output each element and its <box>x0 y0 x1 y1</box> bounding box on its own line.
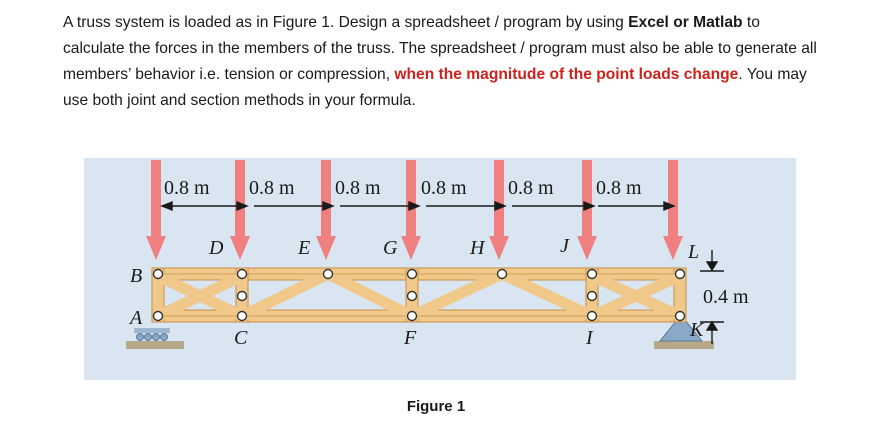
load-arrow-l <box>663 160 683 260</box>
joint-label-c: C <box>234 327 248 349</box>
height-label: 0.4 m <box>703 286 749 308</box>
joint-label-k: K <box>689 319 705 341</box>
spacing-label: 0.8 m <box>421 177 467 199</box>
joint-label-a: A <box>128 307 143 329</box>
problem-bold-tools: Excel or Matlab <box>628 14 743 31</box>
spacing-labels: 0.8 m 0.8 m 0.8 m 0.8 m 0.8 m 0.8 m <box>164 177 642 199</box>
joints <box>152 268 686 322</box>
joint-label-e: E <box>297 237 310 259</box>
height-dimension <box>700 250 724 344</box>
load-arrow-h <box>489 160 509 260</box>
joint-label-g: G <box>383 237 398 259</box>
joint-labels: B D E G H J L A C F I K <box>128 235 705 349</box>
joint-label-b: B <box>130 265 142 287</box>
spacing-label: 0.8 m <box>596 177 642 199</box>
problem-statement: A truss system is loaded as in Figure 1.… <box>63 10 823 114</box>
joint-label-h: H <box>469 237 486 259</box>
spacing-label: 0.8 m <box>249 177 295 199</box>
load-arrow-d <box>230 160 250 260</box>
problem-text-part: A truss system is loaded as in Figure 1.… <box>63 14 629 31</box>
spacing-label: 0.8 m <box>335 177 381 199</box>
spacing-label: 0.8 m <box>508 177 554 199</box>
dimension-arrows <box>160 200 676 212</box>
ground-right <box>654 341 714 349</box>
truss-diagonals <box>155 269 683 322</box>
joint-label-i: I <box>585 327 594 349</box>
roller-support-a <box>134 328 170 341</box>
joint-label-d: D <box>208 237 224 259</box>
joint-label-f: F <box>403 327 417 349</box>
load-arrow-j <box>577 160 597 260</box>
problem-highlight: when the magnitude of the point loads ch… <box>394 66 739 83</box>
joint-label-l: L <box>687 241 699 263</box>
problem-text-part: to calculate the forces in the members o… <box>63 14 817 83</box>
truss-figure: 0.8 m 0.8 m 0.8 m 0.8 m 0.8 m 0.8 m 0.4 … <box>84 158 796 380</box>
spacing-label: 0.8 m <box>164 177 210 199</box>
load-arrow-e <box>316 160 336 260</box>
load-arrow-b <box>146 160 166 260</box>
joint-label-j: J <box>560 235 570 257</box>
ground-left <box>126 341 184 349</box>
load-arrows <box>146 160 683 260</box>
problem-text-part: . You may use both joint and section met… <box>63 66 807 109</box>
figure-caption: Figure 1 <box>406 398 466 415</box>
load-arrow-g <box>401 160 421 260</box>
pin-support-k <box>658 314 704 342</box>
